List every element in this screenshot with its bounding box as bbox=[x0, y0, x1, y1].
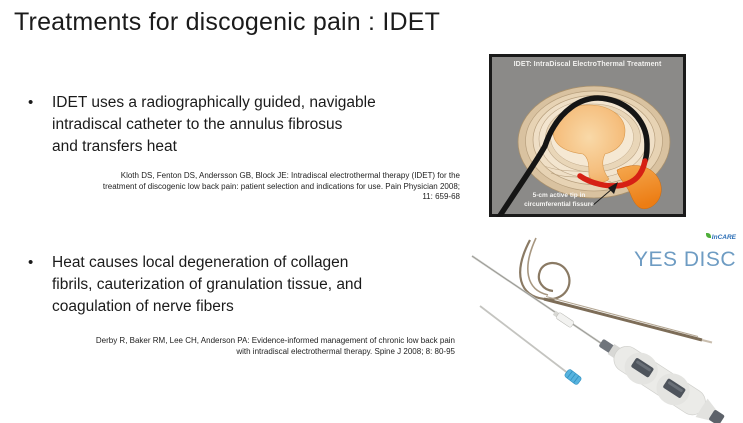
bullet-icon: • bbox=[28, 254, 34, 271]
nucleus-pulposus bbox=[552, 104, 626, 183]
leaf-icon bbox=[705, 233, 711, 238]
brand-logo: InCARE bbox=[656, 233, 736, 241]
bullet-text-1: IDET uses a radiographically guided, nav… bbox=[52, 94, 376, 155]
idet-diagram-image: IDET: IntraDiscal ElectroThermal Treatme… bbox=[489, 54, 686, 217]
catheter-path bbox=[495, 95, 650, 217]
introducer-needle bbox=[471, 255, 612, 351]
device-handle bbox=[599, 339, 725, 423]
bullet-text-2: Heat causes local degeneration of collag… bbox=[52, 254, 363, 315]
disc-cross-section-graphic bbox=[489, 54, 686, 217]
product-name: YES DISC bbox=[633, 248, 736, 271]
bullet-item-1: • IDET uses a radiographically guided, n… bbox=[28, 92, 376, 158]
page-title: Treatments for discogenic pain : IDET bbox=[14, 8, 441, 36]
active-tip-label: 5-cm active tip in circumferential fissu… bbox=[524, 192, 594, 208]
stylet-needle bbox=[479, 305, 582, 385]
device-illustration bbox=[471, 237, 725, 423]
bullet-item-2: • Heat causes local degeneration of coll… bbox=[28, 252, 362, 318]
brand-name: InCARE bbox=[711, 234, 736, 241]
diagram-title: IDET: IntraDiscal ElectroThermal Treatme… bbox=[513, 61, 662, 68]
coiled-catheter bbox=[519, 237, 713, 344]
citation-2: Derby R, Baker RM, Lee CH, Anderson PA: … bbox=[95, 336, 455, 356]
bullet-icon: • bbox=[28, 94, 34, 111]
active-tip-path bbox=[577, 158, 648, 189]
device-photo: InCARE YES DISC bbox=[470, 228, 743, 423]
label-arrow bbox=[591, 182, 618, 207]
citation-1: Kloth DS, Fenton DS, Andersson GB, Block… bbox=[102, 171, 460, 201]
